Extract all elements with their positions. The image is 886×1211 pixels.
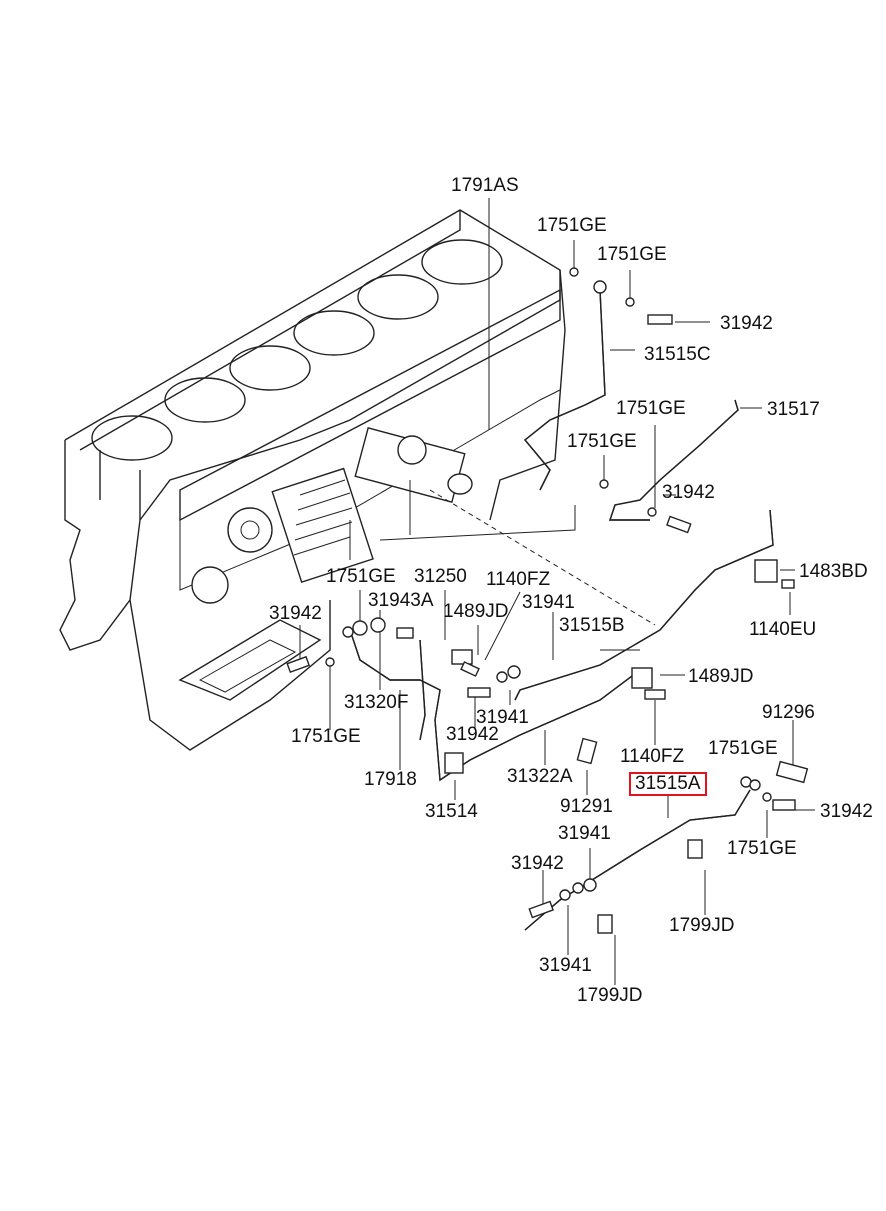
label-17918: 17918: [364, 769, 417, 790]
fittings: [286, 267, 809, 934]
label-1799JD: 1799JD: [577, 985, 643, 1006]
label-1799JD: 1799JD: [669, 915, 735, 936]
label-1751GE: 1751GE: [291, 726, 361, 747]
label-31942: 31942: [269, 603, 322, 624]
label-1489JD: 1489JD: [688, 666, 754, 687]
engine-block: [59, 209, 576, 751]
label-31942: 31942: [820, 801, 873, 822]
label-1140EU: 1140EU: [749, 619, 817, 640]
label-31515B: 31515B: [559, 615, 625, 636]
label-91291: 91291: [560, 796, 613, 817]
label-1140FZ: 1140FZ: [486, 569, 551, 590]
label-31322A: 31322A: [507, 766, 573, 787]
label-31515C: 31515C: [644, 344, 711, 365]
label-1751GE: 1751GE: [567, 431, 637, 452]
label-31250: 31250: [414, 566, 467, 587]
label-31942: 31942: [511, 853, 564, 874]
label-31943A: 31943A: [368, 590, 434, 611]
label-31941: 31941: [539, 955, 592, 976]
label-31320F: 31320F: [344, 692, 409, 713]
label-1140FZ: 1140FZ: [620, 746, 685, 767]
label-31942: 31942: [662, 482, 715, 503]
label-1751GE: 1751GE: [597, 244, 667, 265]
label-31942: 31942: [446, 724, 499, 745]
label-1483BD: 1483BD: [799, 561, 868, 582]
label-1489JD: 1489JD: [443, 601, 509, 622]
label-31515A-highlighted[interactable]: 31515A: [629, 772, 707, 796]
fuel-pipes: [349, 289, 774, 931]
label-1751GE: 1751GE: [727, 838, 797, 859]
label-31514: 31514: [425, 801, 478, 822]
label-1751GE: 1751GE: [537, 215, 607, 236]
label-31941: 31941: [522, 592, 575, 613]
label-31517: 31517: [767, 399, 820, 420]
label-31941: 31941: [476, 707, 529, 728]
label-1751GE: 1751GE: [616, 398, 686, 419]
label-1751GE: 1751GE: [326, 566, 396, 587]
label-31941: 31941: [558, 823, 611, 844]
label-31942: 31942: [720, 313, 773, 334]
label-1791AS: 1791AS: [451, 175, 519, 196]
label-91296: 91296: [762, 702, 815, 723]
label-1751GE: 1751GE: [708, 738, 778, 759]
